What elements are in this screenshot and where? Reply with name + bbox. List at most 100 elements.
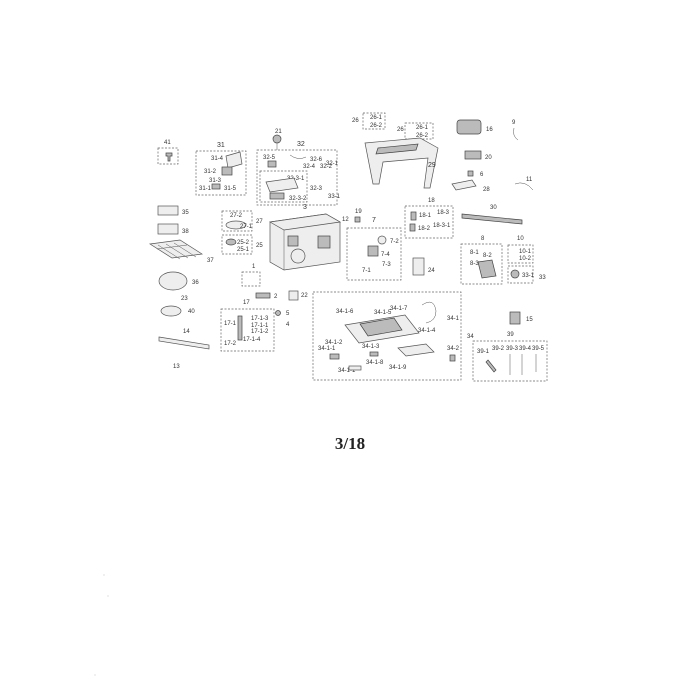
part-group-8-10-33: 8 8-1 8-2 8-3 10 10-1 10-2 33-1 33 [460, 236, 546, 285]
fan-part [377, 235, 387, 245]
label-37: 37 [207, 258, 214, 264]
group-box-8 [460, 243, 503, 285]
motor-part [367, 245, 379, 257]
group-box-27 [221, 210, 253, 232]
label-18: 18 [428, 198, 435, 204]
control-board-part [477, 259, 497, 279]
screw-part [275, 310, 281, 316]
page-number: 3/18 [334, 434, 366, 453]
label-10: 10 [517, 236, 524, 242]
label-17-1-3: 17-1-3 [251, 316, 269, 322]
part-group-14-13: 14 13 [158, 329, 210, 370]
sensor-part [267, 160, 277, 168]
label-34-1-6: 34-1-6 [336, 309, 354, 315]
label-35: 35 [182, 210, 189, 216]
cavity-top [268, 213, 342, 231]
rack-part [149, 239, 203, 259]
label-15: 15 [526, 317, 533, 323]
holder-part [467, 170, 474, 177]
part-group-16-11: 16 9 20 6 28 11 [451, 119, 534, 193]
label-34-1: 34-1 [447, 316, 460, 322]
label-26-1: 26-1 [370, 115, 383, 121]
label-31-4: 31-4 [211, 156, 224, 162]
thermostat-wire-part [513, 127, 519, 141]
part-group-32: 32 32-5 32-6 32-1 32-4 32-2 32-3-1 32-3-… [256, 141, 341, 206]
label-34-1-3: 34-1-3 [362, 344, 380, 350]
part-group-35-38-37: 35 38 37 [149, 205, 214, 264]
capacitor-part [509, 311, 521, 325]
filter-part [157, 205, 179, 216]
label-34: 34 [467, 334, 474, 340]
label-16: 16 [486, 127, 493, 133]
bracket-part [464, 150, 482, 160]
label-31-2: 31-2 [204, 169, 217, 175]
label-34-1-1: 34-1-1 [318, 346, 336, 352]
part-group-19-7: 19 7 7-2 7-4 7-1 7-3 [346, 209, 402, 281]
label-4: 4 [286, 322, 290, 328]
label-18-3: 18-3 [437, 210, 450, 216]
group-box-18 [404, 205, 454, 239]
part-group-27-25: 27-2 27-1 27 25-2 25-1 25 [221, 210, 263, 255]
coupler-part [225, 238, 237, 246]
magnetron-part [317, 235, 331, 249]
trim-part [348, 365, 362, 371]
bracket-part [225, 151, 243, 169]
label-32-3: 32-3 [310, 186, 323, 192]
label-17: 17 [243, 300, 250, 306]
cover-part [225, 220, 247, 230]
label-5: 5 [286, 311, 290, 317]
label-32-3-1: 32-3-1 [287, 176, 305, 182]
duct-part [451, 179, 477, 191]
label-34-1-2: 34-1-2 [325, 340, 343, 346]
label-17-1-2: 17-1-2 [251, 329, 269, 335]
label-26-1: 26-1 [416, 125, 429, 131]
wire-part [289, 154, 307, 159]
label-31-1: 31-1 [199, 186, 212, 192]
label-31-5: 31-5 [224, 186, 237, 192]
label-17-2: 17-2 [224, 341, 237, 347]
screw-part [165, 152, 173, 162]
part-group-26-29: 26 26-1 26-2 26 26-1 26-2 29 [352, 112, 439, 189]
group-box-17 [220, 308, 275, 352]
label-41: 41 [164, 140, 171, 146]
component-part [287, 235, 299, 247]
label-34-1-5: 34-1-5 [374, 310, 392, 316]
label-30: 30 [490, 205, 497, 211]
clip-part [485, 359, 497, 373]
label-33: 33 [539, 275, 546, 281]
cable-part [421, 301, 437, 324]
label-33-1: 33-1 [328, 194, 341, 200]
label-26: 26 [397, 127, 404, 133]
group-box-32 [256, 149, 338, 206]
label-18-2: 18-2 [418, 226, 431, 232]
part-group-36-40: 36 1 2 22 23 40 [158, 264, 308, 317]
label-8: 8 [481, 236, 485, 242]
fuse-part [354, 216, 361, 223]
label-34-2: 34-2 [447, 346, 460, 352]
group-box-39 [472, 340, 548, 382]
part-group-30-24: 30 24 [412, 205, 523, 276]
clip-part [211, 183, 221, 190]
label-13: 13 [173, 364, 180, 370]
label-18-1: 18-1 [419, 213, 432, 219]
filter-part [157, 223, 179, 235]
part-group-15-39: 15 39 39-1 39-2 39-3 39-4 39-5 [472, 311, 548, 382]
label-7-2: 7-2 [390, 239, 399, 245]
label-38: 38 [182, 229, 189, 235]
spring-part [449, 354, 456, 362]
group-box-41 [157, 147, 179, 165]
part-group-18: 18 18-1 18-3 18-3-1 18-2 [404, 198, 454, 239]
label-8-1: 8-1 [470, 250, 479, 256]
label-34-1-1: 34-1-1 [338, 368, 356, 374]
strip-part [461, 213, 523, 225]
part-group-31: 31 31-4 31-2 31-3 31-1 31-5 [195, 142, 247, 196]
part-group-17: 17 17-1 17-1-3 17-1-1 17-1-2 17-1-4 17-2… [220, 300, 290, 352]
group-box-1 [241, 271, 261, 287]
label-14: 14 [183, 329, 190, 335]
part-group-34: 34 34-1 34-1-6 34-1-7 34-1-5 34-1-4 34-1… [312, 291, 474, 381]
latch-part [369, 351, 379, 357]
harness-part [514, 182, 534, 191]
label-12: 12 [342, 217, 349, 223]
roller-ring-part [160, 305, 182, 317]
label-28: 28 [483, 187, 490, 193]
